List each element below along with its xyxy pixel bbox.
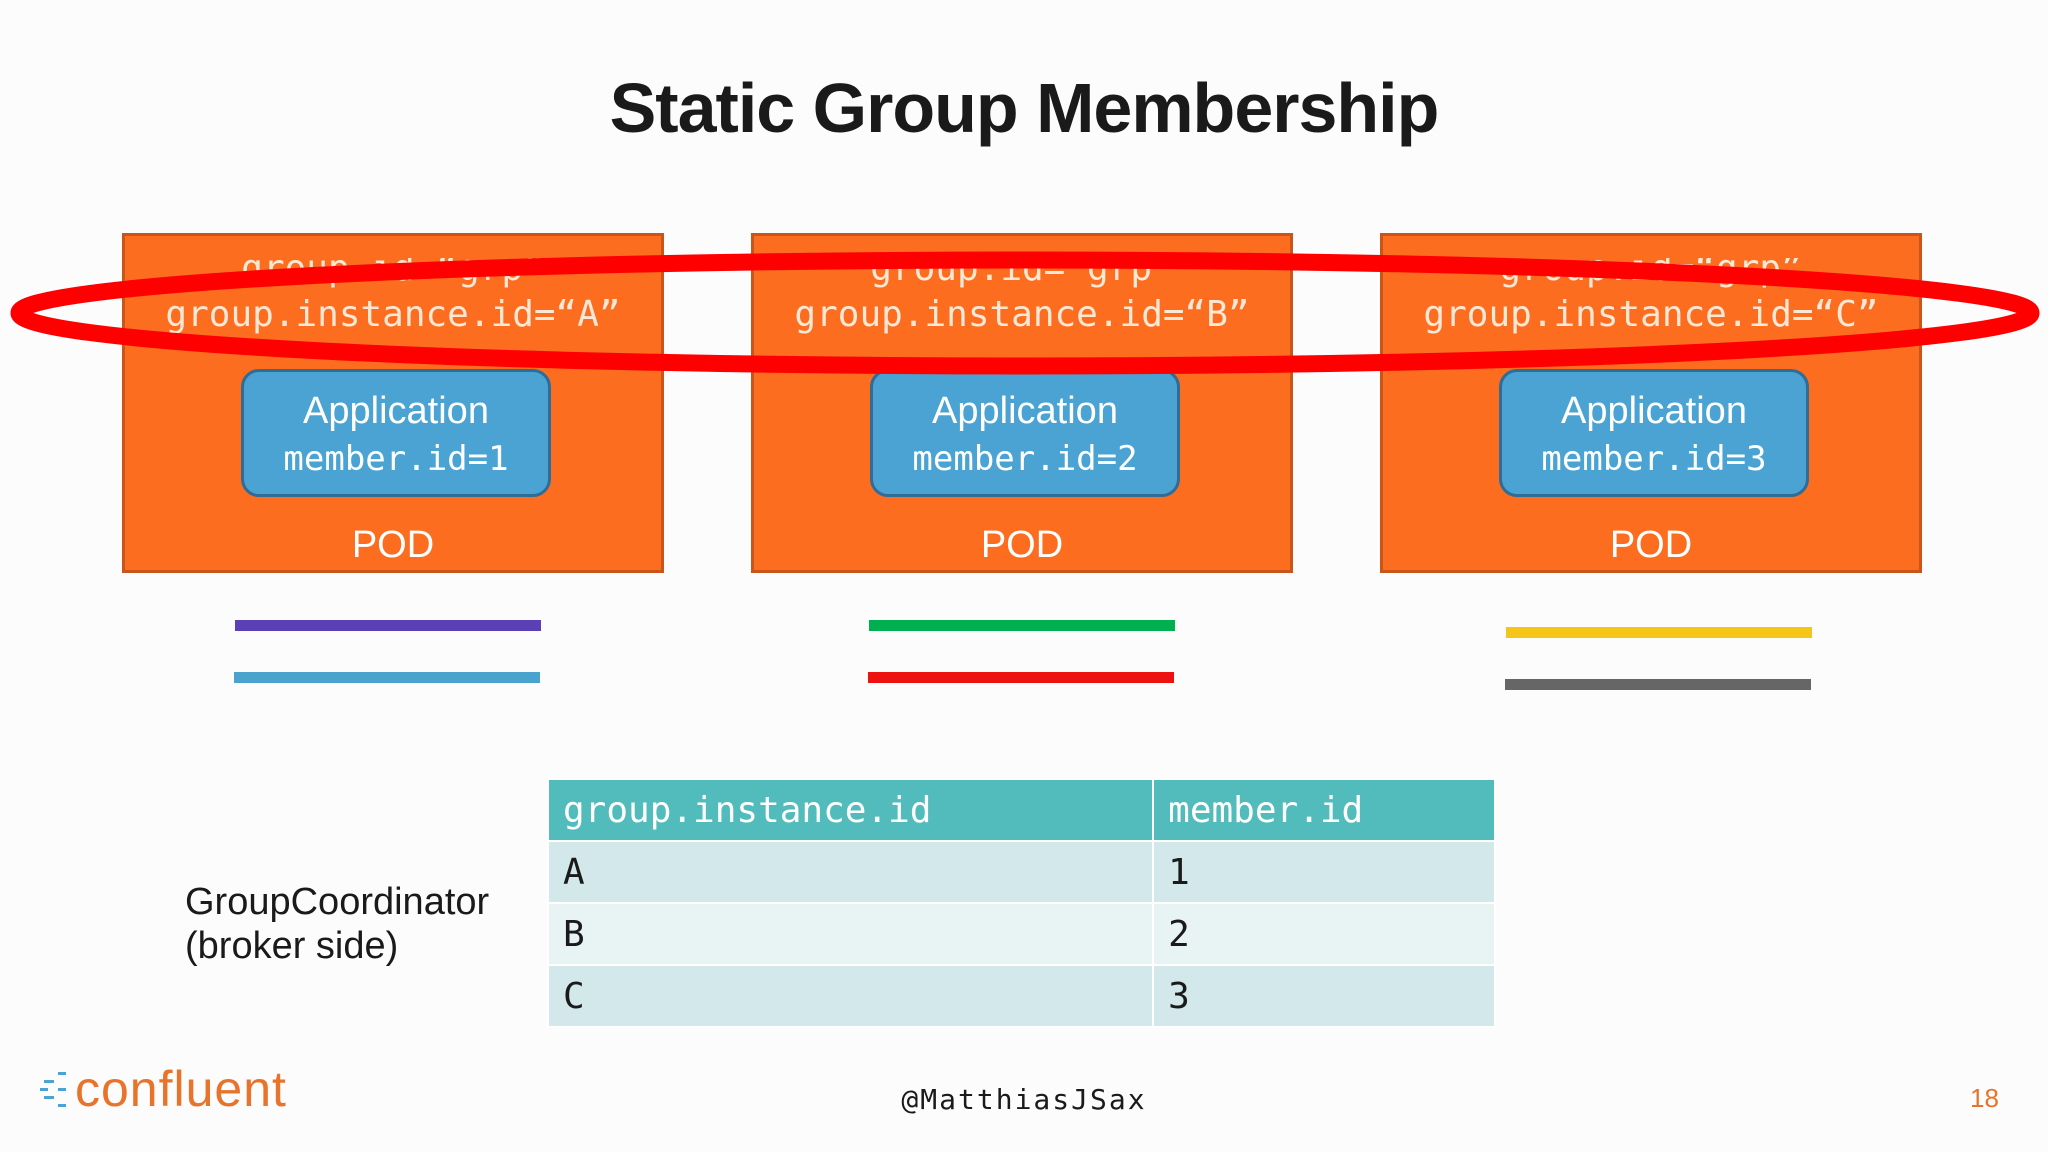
partition-line-light-blue [234, 672, 540, 683]
pod-group-id: group.id=“grp” [241, 248, 545, 288]
page-number: 18 [1970, 1083, 1999, 1113]
partition-line-gray [1505, 679, 1811, 690]
pod-group-id: group.id=“grp” [1499, 248, 1803, 288]
slide-title: Static Group Membership [609, 69, 1440, 147]
pod-instance-id: group.instance.id=“C” [1423, 294, 1879, 335]
column-header: group.instance.id [546, 778, 1155, 842]
application-box: Application member.id=1 [241, 369, 551, 497]
membership-table: group.instance.id member.id A 1 B 2 C 3 [546, 778, 1496, 1028]
table-row: B 2 [546, 902, 1496, 966]
coordinator-line-1: GroupCoordinator [185, 881, 490, 923]
application-member-id: member.id=3 [1541, 439, 1767, 479]
confluent-logo-icon [40, 1072, 66, 1107]
author-handle: @MatthiasJSax [901, 1083, 1147, 1116]
pod-a: group.id=“grp” group.instance.id=“A” App… [122, 233, 664, 573]
partition-line-purple [235, 620, 541, 631]
column-header: member.id [1152, 778, 1496, 842]
table-cell: 2 [1152, 902, 1496, 966]
pod-instance-id: group.instance.id=“A” [165, 294, 621, 335]
table-row: A 1 [546, 840, 1496, 904]
table-cell: B [546, 902, 1155, 966]
confluent-wordmark: confluent [75, 1061, 287, 1117]
application-title: Application [1561, 390, 1747, 432]
pod-label: POD [980, 524, 1064, 566]
pod-b: group.id=“grp” group.instance.id=“B” App… [751, 233, 1293, 573]
group-coordinator-label: GroupCoordinator (broker side) [185, 880, 489, 968]
coordinator-line-2: (broker side) [185, 925, 399, 967]
pod-group-id: group.id=“grp” [870, 248, 1174, 288]
table-header-row: group.instance.id member.id [546, 778, 1496, 842]
table-cell: 3 [1152, 964, 1496, 1028]
partition-line-yellow [1506, 627, 1812, 638]
application-box: Application member.id=3 [1499, 369, 1809, 497]
application-title: Application [932, 390, 1118, 432]
application-box: Application member.id=2 [870, 369, 1180, 497]
pod-instance-id: group.instance.id=“B” [794, 294, 1250, 335]
pod-label: POD [351, 524, 435, 566]
confluent-logo: confluent [40, 1061, 286, 1126]
application-member-id: member.id=2 [912, 439, 1138, 479]
partition-line-green [869, 620, 1175, 631]
pod-label: POD [1609, 524, 1693, 566]
partition-line-red [868, 672, 1174, 683]
table-cell: A [546, 840, 1155, 904]
table-cell: C [546, 964, 1155, 1028]
table-cell: 1 [1152, 840, 1496, 904]
table-row: C 3 [546, 964, 1496, 1028]
application-member-id: member.id=1 [283, 439, 509, 479]
application-title: Application [303, 390, 489, 432]
pod-c: group.id=“grp” group.instance.id=“C” App… [1380, 233, 1922, 573]
